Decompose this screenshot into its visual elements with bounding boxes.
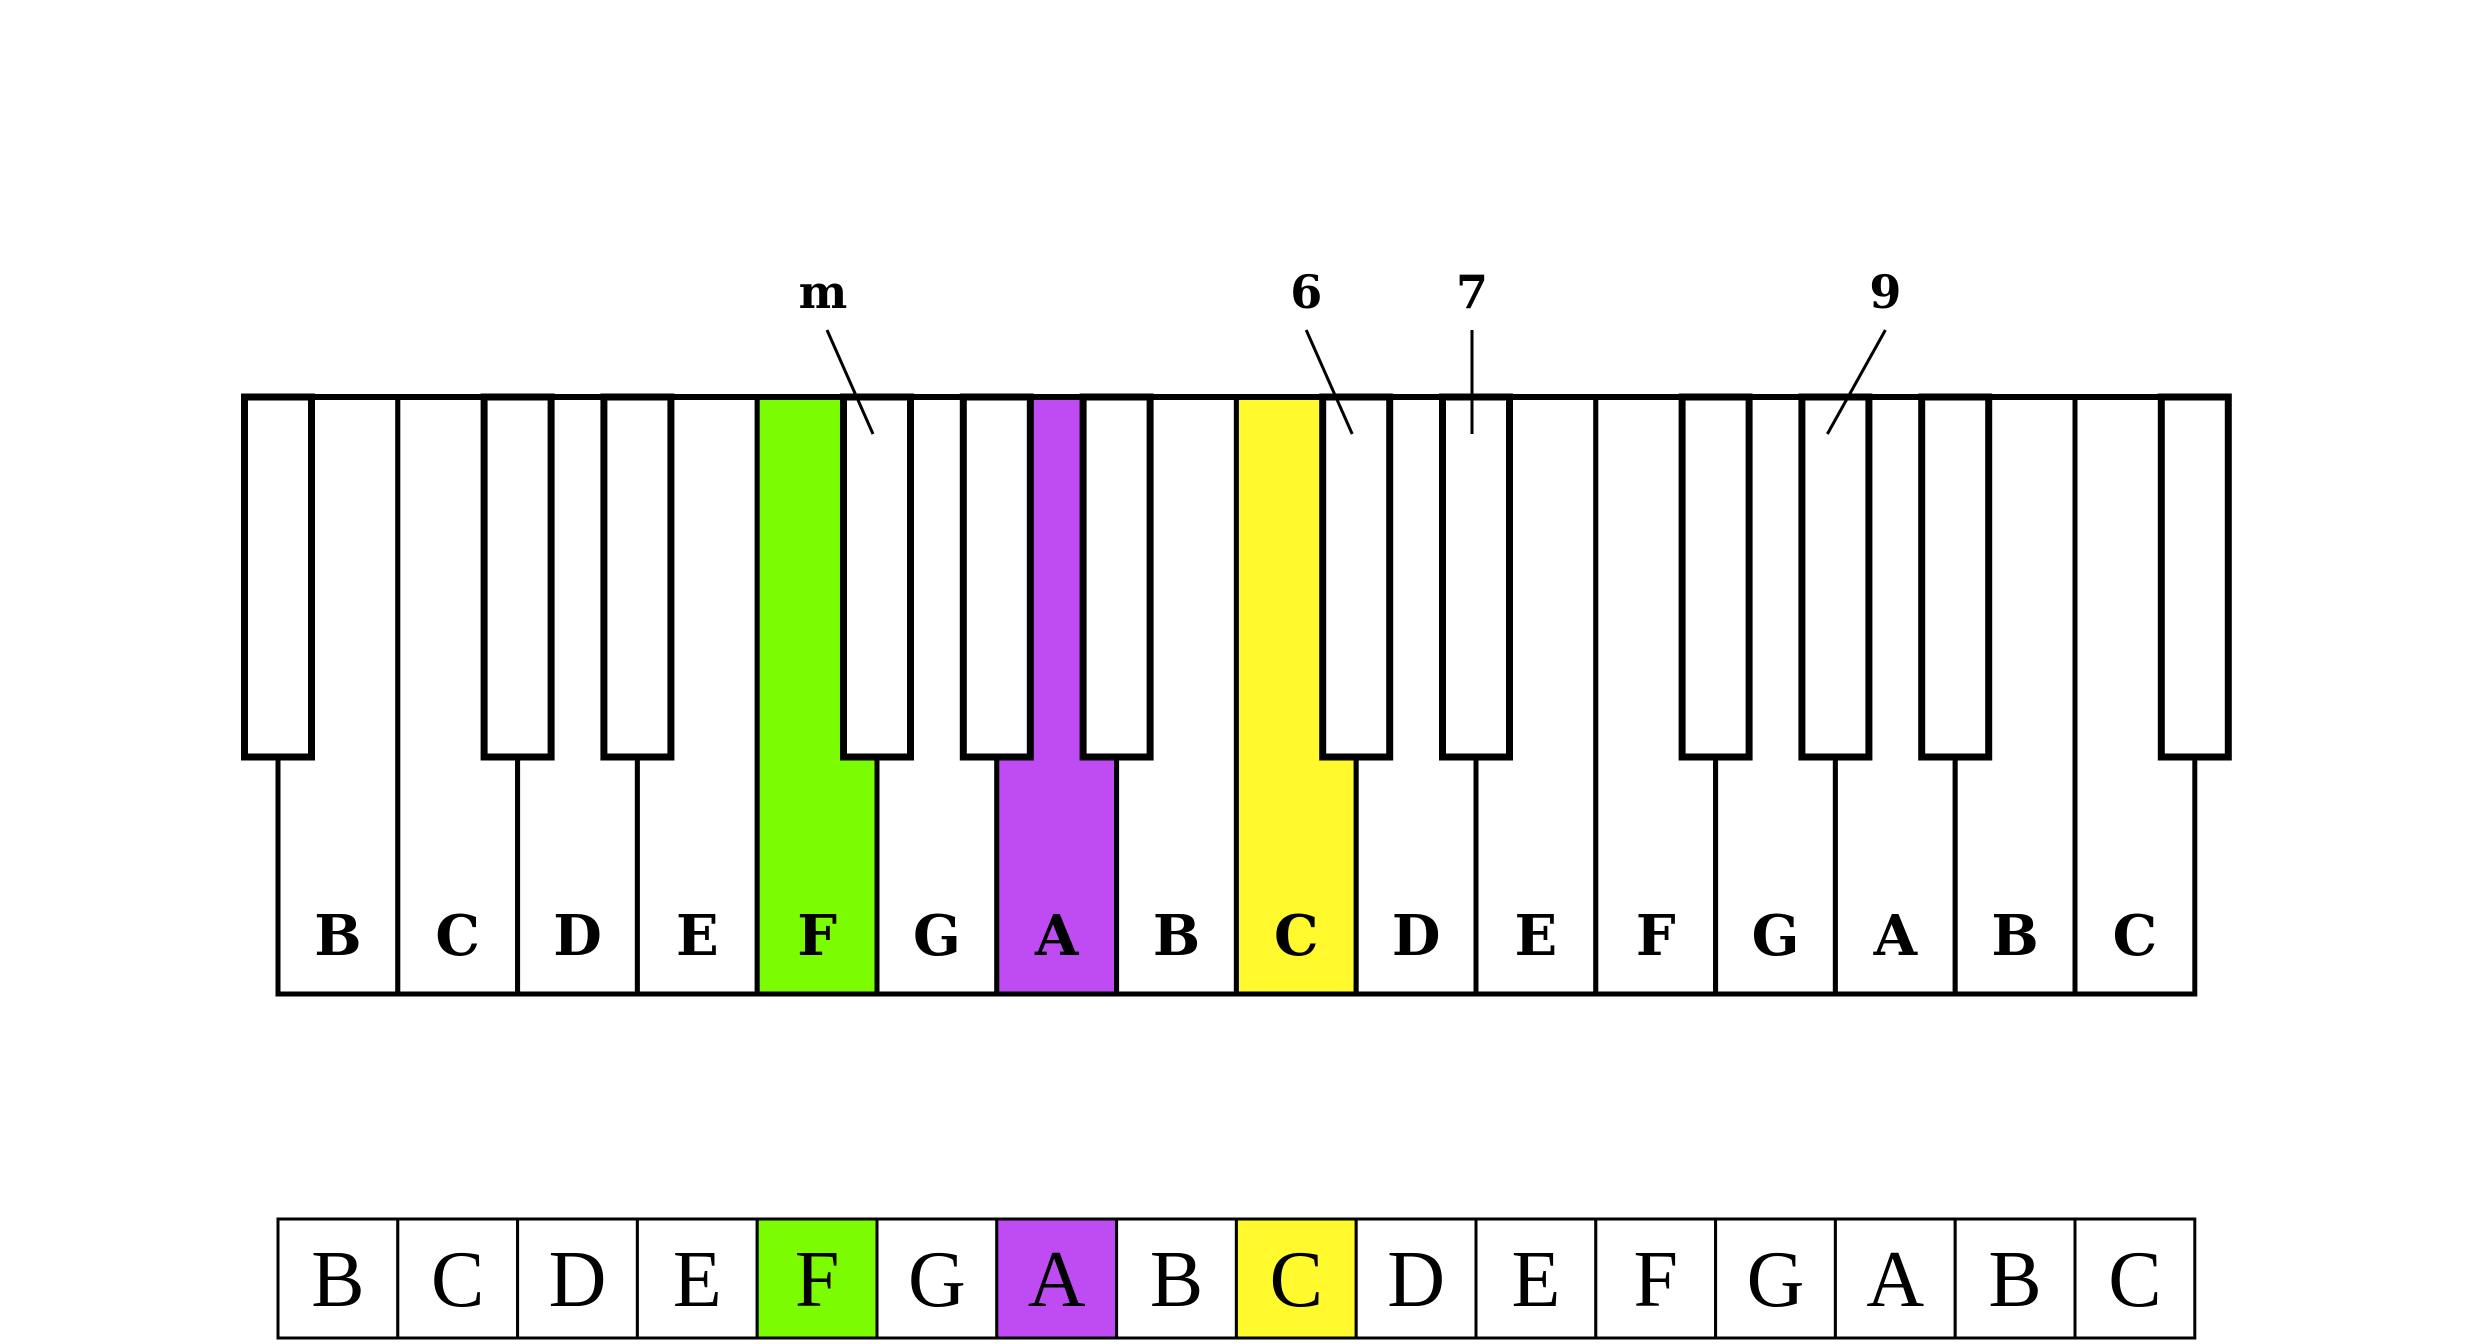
strip-cell-c: C [2073, 1217, 2197, 1340]
strip-cell-label: A [1028, 1236, 1086, 1324]
annotation-6: 6 [1290, 265, 1354, 435]
white-key-label: D [1392, 903, 1441, 969]
strip-cell-d: D [516, 1217, 639, 1340]
white-key-label: C [1274, 903, 1319, 969]
strip-cell-box [875, 1217, 999, 1340]
black-key [840, 393, 914, 761]
strip-cell-f: F [755, 1217, 879, 1340]
strip-cell-g: G [875, 1217, 999, 1340]
strip-cell-label: E [1511, 1236, 1560, 1324]
strip-cell-label: D [1387, 1236, 1445, 1324]
strip-cell-b: B [1115, 1217, 1238, 1340]
strip-cell-label: B [1988, 1236, 2041, 1324]
strip-cell-box [1833, 1217, 1957, 1340]
annotation-label: 9 [1869, 265, 1901, 319]
strip-cell-c: C [1234, 1217, 1358, 1340]
white-key-label: E [676, 903, 719, 969]
strip-cell-label: C [1270, 1236, 1323, 1324]
strip-cell-box [1714, 1217, 1837, 1340]
black-key [1678, 393, 1753, 761]
strip-cell-box [516, 1217, 639, 1340]
black-key [959, 393, 1034, 761]
strip-cell-box [1474, 1217, 1598, 1340]
strip-cell-box [396, 1217, 520, 1340]
white-key-label: G [1752, 903, 1800, 969]
black-key [1918, 393, 1993, 761]
annotation-leader-line [1304, 329, 1354, 435]
black-key [1319, 393, 1394, 761]
strip-cell-box [755, 1217, 879, 1340]
strip-cell-label: C [2108, 1236, 2161, 1324]
interval-annotations: m 6 7 9 [799, 265, 1901, 435]
black-key [1079, 393, 1154, 761]
strip-cell-f: F [1594, 1217, 1718, 1340]
strip-cell-c: C [396, 1217, 520, 1340]
strip-cell-box [1594, 1217, 1718, 1340]
annotation-label: 7 [1456, 265, 1488, 319]
strip-cell-label: D [549, 1236, 607, 1324]
annotation-m: m [799, 265, 875, 435]
black-key [241, 393, 315, 761]
strip-cell-e: E [1474, 1217, 1598, 1340]
white-key-label: B [314, 903, 361, 969]
strip-cell-box [1354, 1217, 1478, 1340]
strip-cell-label: G [1747, 1236, 1805, 1324]
black-key [1798, 393, 1873, 761]
strip-cell-d: D [1354, 1217, 1478, 1340]
white-key-label: D [553, 903, 602, 969]
strip-cell-label: A [1866, 1236, 1924, 1324]
white-key-label: B [1153, 903, 1200, 969]
strip-cell-box [995, 1217, 1119, 1340]
white-key-label: E [1515, 903, 1558, 969]
annotation-9: 9 [1826, 265, 1901, 435]
white-key-label: C [2113, 903, 2158, 969]
strip-cell-box [2073, 1217, 2197, 1340]
strip-cell-box [635, 1217, 759, 1340]
white-key-label: A [1873, 903, 1919, 969]
black-key [2157, 393, 2232, 761]
black-key [600, 393, 675, 761]
black-key [480, 393, 555, 761]
strip-cell-label: B [311, 1236, 364, 1324]
annotation-leader-line [825, 329, 875, 435]
white-key-label: G [913, 903, 961, 969]
black-keys [241, 393, 2232, 761]
strip-cell-b: B [1953, 1217, 2077, 1340]
strip-cell-label: F [1633, 1236, 1678, 1324]
white-key-label: A [1034, 903, 1080, 969]
white-key-label: B [1991, 903, 2038, 969]
annotation-label: m [799, 265, 848, 319]
black-key [1439, 393, 1513, 761]
strip-cell-b: B [276, 1217, 400, 1340]
white-key-label: C [435, 903, 480, 969]
white-key-e: E [634, 394, 760, 997]
strip-cell-label: G [908, 1236, 966, 1324]
strip-cell-label: B [1150, 1236, 1203, 1324]
strip-cell-g: G [1714, 1217, 1837, 1340]
annotation-label: 6 [1290, 265, 1322, 319]
strip-cell-e: E [635, 1217, 759, 1340]
strip-cell-a: A [995, 1217, 1119, 1340]
strip-cell-label: C [431, 1236, 484, 1324]
white-key-label: F [1636, 903, 1676, 969]
annotation-7: 7 [1456, 265, 1488, 434]
strip-cell-a: A [1833, 1217, 1957, 1340]
white-key-label: F [797, 903, 837, 969]
strip-cell-box [1115, 1217, 1238, 1340]
strip-cell-label: F [795, 1236, 840, 1324]
strip-cell-label: E [673, 1236, 722, 1324]
annotation-leader-line [1826, 329, 1887, 435]
